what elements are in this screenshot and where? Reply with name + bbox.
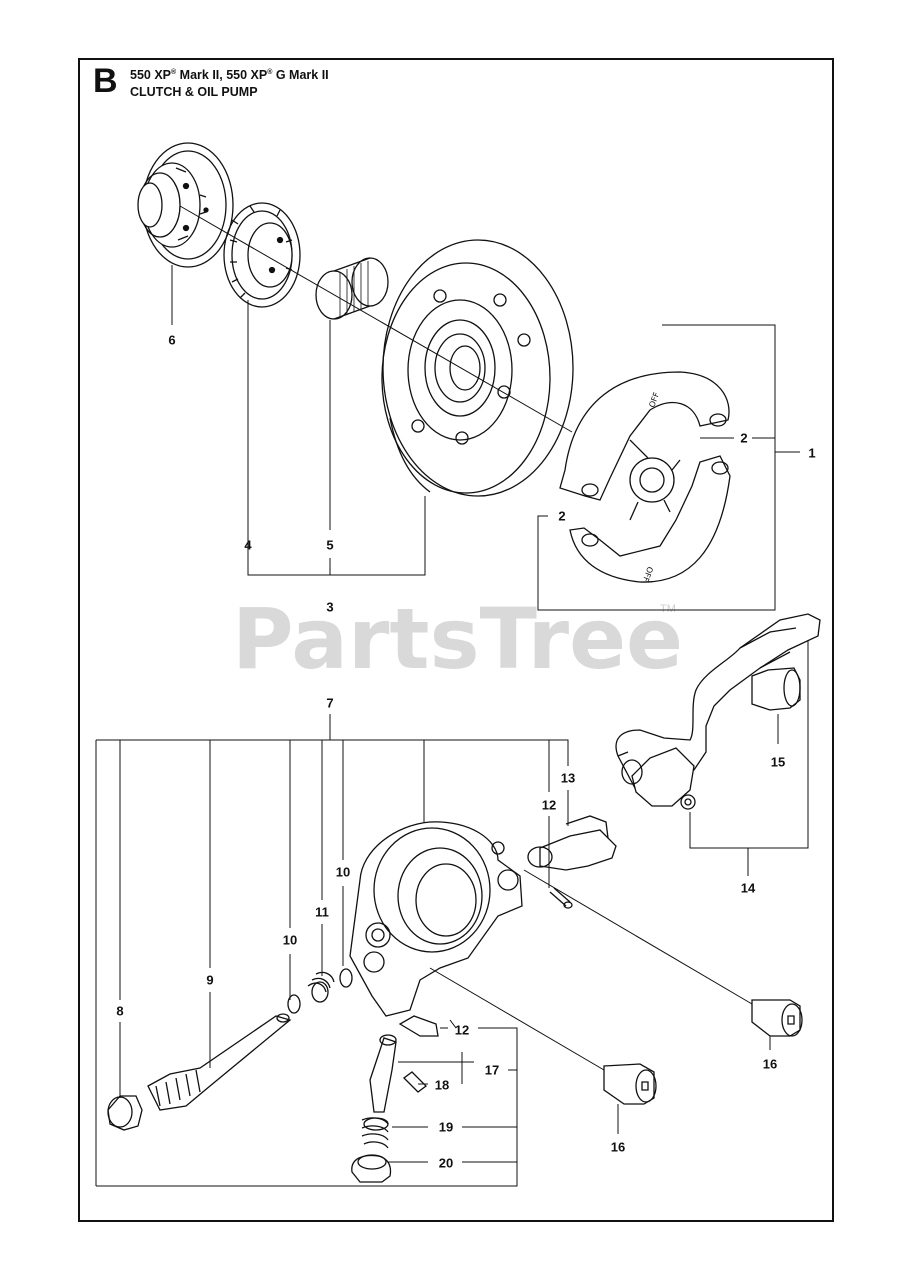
part-7-oil-pump-body: [349, 821, 523, 1017]
callout-2-upper: 2: [740, 430, 748, 446]
section-letter: B: [93, 62, 118, 100]
callout-14: 14: [740, 880, 756, 896]
part-16-screw-left: [603, 1063, 657, 1105]
callout-9: 9: [206, 972, 214, 988]
part-4-rim-sprocket: [223, 202, 301, 308]
part-8-plug: [107, 1095, 143, 1131]
callout-1: 1: [808, 445, 816, 461]
part-18-pin: [403, 1071, 427, 1093]
part-9-worm-gear: [147, 1013, 292, 1111]
part-17-pump-piston: [369, 1034, 397, 1113]
leader-lines-upper: [171, 265, 800, 611]
svg-text:OFF: OFF: [641, 565, 655, 583]
callout-10-right: 10: [335, 864, 351, 880]
part-12-pin-lower: [398, 1015, 439, 1037]
callout-3: 3: [326, 599, 334, 615]
callout-12-lower: 12: [454, 1022, 470, 1038]
callout-16-right: 16: [762, 1056, 778, 1072]
part-10-o-ring-right: [339, 968, 353, 988]
model-title: 550 XP® Mark II, 550 XP® G Mark II: [130, 68, 329, 82]
callout-13: 13: [560, 770, 576, 786]
callout-15: 15: [770, 754, 786, 770]
part-20-seal: [351, 1154, 392, 1183]
part-10-o-ring-left: [287, 994, 301, 1014]
callout-16-left: 16: [610, 1139, 626, 1155]
part-13-connector: [527, 815, 617, 871]
part-19-spring: [361, 1117, 389, 1149]
callout-6: 6: [168, 332, 176, 348]
callout-5: 5: [326, 537, 334, 553]
svg-text:OFF: OFF: [647, 391, 661, 409]
part-1-clutch-assembly: OFF OFF: [559, 371, 731, 583]
callout-18: 18: [434, 1077, 450, 1093]
callout-4: 4: [244, 537, 252, 553]
callout-20: 20: [438, 1155, 454, 1171]
callout-19: 19: [438, 1119, 454, 1135]
callout-10-left: 10: [282, 932, 298, 948]
part-16-screw-right: [751, 999, 803, 1037]
callout-8: 8: [116, 1003, 124, 1019]
callout-12-upper: 12: [541, 797, 557, 813]
section-title: CLUTCH & OIL PUMP: [130, 85, 258, 99]
part-12-pin-upper: [549, 887, 573, 909]
callout-17: 17: [484, 1062, 500, 1078]
diagram-frame: [78, 58, 834, 1222]
part-14-oil-hose: [615, 613, 821, 810]
callout-11: 11: [315, 904, 329, 920]
watermark-trademark: TM: [660, 603, 676, 615]
callout-2-lower: 2: [558, 508, 566, 524]
callout-7: 7: [326, 695, 334, 711]
leader-lines-lower: [95, 640, 809, 1187]
part-5-needle-bearing: [315, 257, 389, 320]
watermark-logo: PartsTree: [232, 590, 684, 688]
part-3-clutch-drum: [381, 239, 574, 497]
part-6-drum-hub: [137, 142, 234, 268]
part-11-spring: [307, 971, 335, 1003]
part-15-hose-fitting: [751, 667, 801, 711]
